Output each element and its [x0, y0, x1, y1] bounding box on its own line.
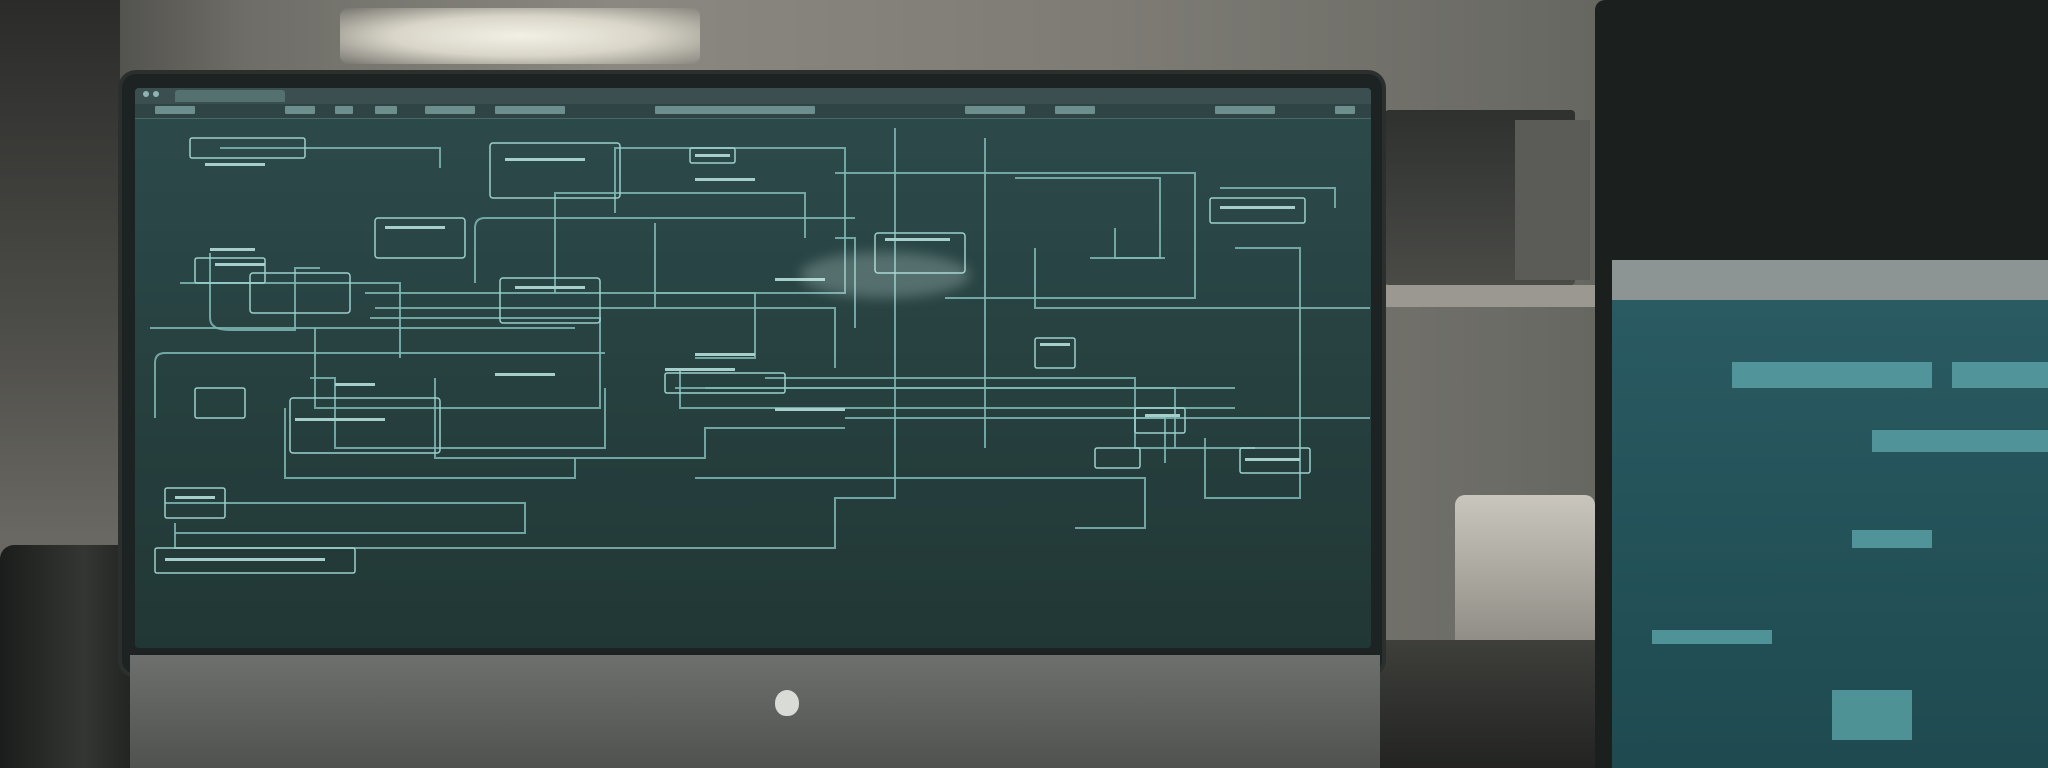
diagram-node [249, 272, 351, 314]
diagram-node [194, 257, 266, 284]
desk-speaker [1455, 495, 1595, 655]
diagram-wire [1015, 177, 1161, 259]
diagram-wire [314, 317, 601, 409]
diagram-node [194, 387, 246, 419]
diagram-wire [375, 307, 836, 368]
diagram-wire [154, 352, 605, 418]
diagram-node [374, 217, 466, 259]
window-minimize-icon[interactable] [153, 91, 159, 97]
diagram-node [489, 142, 621, 199]
diagram-node [189, 137, 306, 159]
secondary-screen-block [1872, 430, 2048, 452]
diagram-wire [474, 217, 855, 283]
diagram-node [164, 487, 226, 519]
diagram-wire [554, 192, 806, 293]
secondary-monitor-screen[interactable] [1612, 300, 2048, 768]
menu-item[interactable] [1055, 106, 1095, 114]
shelf [1380, 285, 1610, 307]
diagram-wire [1220, 187, 1336, 208]
diagram-wire [835, 237, 856, 328]
diagram-label-lines [165, 154, 1300, 561]
secondary-monitor-header [1612, 260, 2048, 300]
diagram-wire [1204, 247, 1301, 499]
diagram-wire [284, 408, 576, 479]
diagram-node [499, 277, 601, 324]
diagram-wire [845, 417, 1166, 463]
diagram-node [289, 397, 441, 454]
diagram-wire [310, 377, 606, 449]
foreground-cup [0, 545, 140, 768]
diagram-wire [835, 172, 1196, 299]
diagram-node [689, 147, 736, 164]
diagram-wire [679, 368, 1235, 409]
menu-item[interactable] [495, 106, 565, 114]
menu-item[interactable] [425, 106, 475, 114]
secondary-screen-block [1732, 362, 1932, 388]
diagram-wire [695, 128, 896, 549]
diagram-wire [1034, 248, 1370, 309]
diagram-wire [434, 378, 845, 459]
diagram-wire [174, 523, 695, 549]
secondary-screen-block [1832, 690, 1912, 740]
window-close-icon[interactable] [143, 91, 149, 97]
screen-glare [800, 252, 970, 298]
diagram-node [664, 372, 786, 394]
main-monitor-screen[interactable] [135, 88, 1371, 648]
menu-item[interactable] [1215, 106, 1275, 114]
diagram-node [1094, 447, 1141, 469]
menu-item[interactable] [965, 106, 1025, 114]
menu-item[interactable] [285, 106, 315, 114]
diagram-wire [1114, 228, 1165, 259]
menu-item[interactable] [155, 106, 195, 114]
diagram-node [154, 547, 356, 574]
secondary-screen-block [1952, 362, 2048, 388]
diagram-wire [365, 292, 756, 359]
diagram-wire [614, 147, 846, 294]
diagram-wire [695, 477, 1146, 529]
diagram-node [1239, 447, 1311, 474]
browser-tab[interactable] [175, 90, 285, 102]
menu-item[interactable] [335, 106, 353, 114]
ceiling-light [340, 8, 700, 64]
browser-title-bar [135, 88, 1371, 115]
monitor-chin [130, 655, 1380, 768]
app-menu-bar [135, 104, 1371, 119]
diagram-wire [180, 282, 401, 358]
diagram-node [874, 232, 966, 274]
diagram-node [1034, 337, 1076, 369]
shelf-device-small [1515, 120, 1590, 280]
diagram-wire [165, 502, 526, 534]
secondary-screen-block [1852, 530, 1932, 548]
diagram-node [1134, 407, 1186, 434]
diagram-node [1209, 197, 1306, 224]
diagram-wire [220, 147, 441, 168]
menu-item[interactable] [655, 106, 815, 114]
secondary-screen-block [1652, 630, 1772, 644]
menu-item[interactable] [375, 106, 397, 114]
apple-logo-icon [775, 690, 799, 716]
flow-diagram[interactable] [135, 118, 1371, 648]
menu-item[interactable] [1335, 106, 1355, 114]
